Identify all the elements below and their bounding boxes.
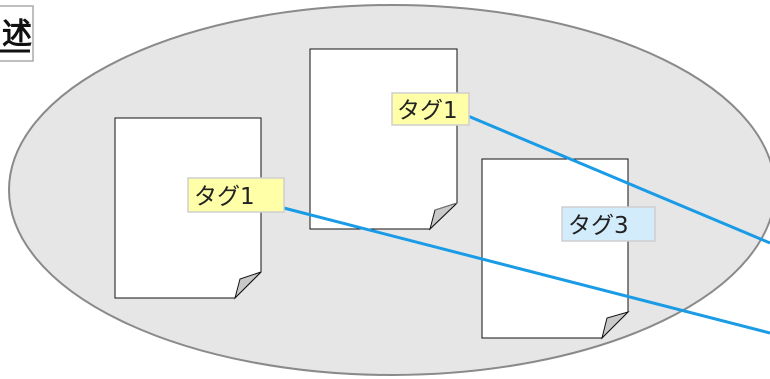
- tag-label: タグ1: [187, 177, 285, 213]
- tag-label-text: タグ3: [568, 213, 629, 239]
- title-box: 述: [0, 5, 34, 62]
- document-page: [309, 48, 458, 231]
- tag-label: タグ3: [561, 206, 656, 242]
- tag-label-text: タグ1: [397, 98, 458, 124]
- title-text: 述: [2, 17, 32, 52]
- tag-label: タグ1: [391, 92, 470, 126]
- tag-link-line: [275, 204, 770, 335]
- document-page: [481, 158, 630, 340]
- tag-label-text: タグ1: [194, 184, 255, 210]
- tag-link-line: [467, 114, 770, 245]
